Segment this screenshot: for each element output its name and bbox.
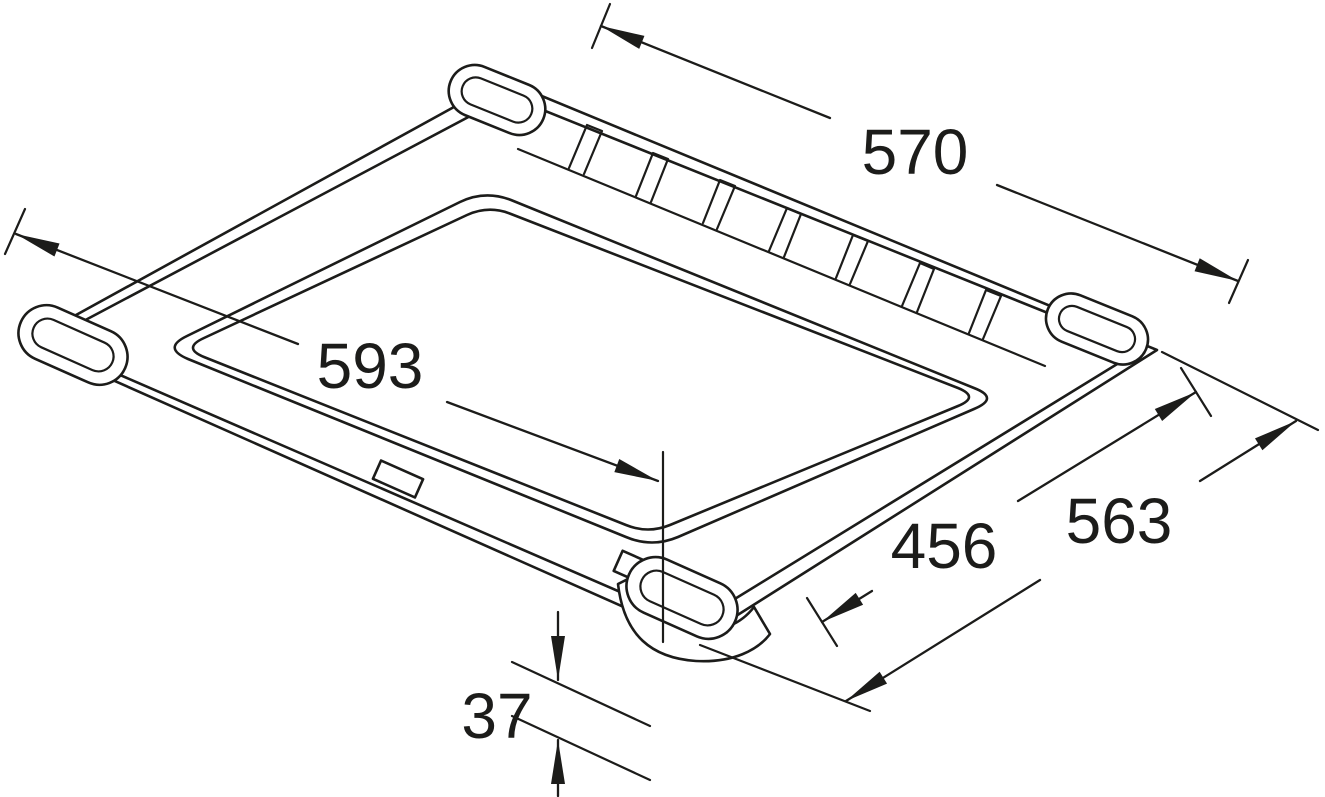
witness-37-lower [510, 714, 652, 782]
dimension-570: 570 [590, 2, 1250, 305]
corner-hook-top [447, 63, 547, 137]
dim-label-top-edge: 570 [862, 116, 969, 188]
dim-label-depth-center: 593 [317, 330, 424, 402]
witness-563-upper [1160, 350, 1320, 432]
dimension-593: 593 [3, 207, 665, 644]
rear-rail-ribs [567, 123, 1003, 341]
frame-body [17, 63, 1159, 663]
dim-label-height: 37 [461, 680, 532, 752]
witness-37-upper [510, 660, 652, 728]
corner-hook-left [17, 303, 129, 387]
witness-563-lower [698, 643, 872, 713]
dim-label-inner-front: 456 [891, 510, 998, 582]
witness-593-left [3, 207, 27, 256]
corner-hook-front [625, 555, 739, 641]
opening-inner [191, 208, 971, 531]
dimension-37: 37 [461, 610, 652, 797]
corner-hook-right [1044, 292, 1150, 366]
dimension-563: 563 [698, 350, 1320, 713]
dim-label-outer-front: 563 [1066, 485, 1173, 557]
opening-outer [173, 194, 989, 544]
rear-rail-line [516, 147, 1047, 368]
locating-tab-left [371, 459, 425, 499]
dimension-456: 456 [805, 366, 1213, 648]
